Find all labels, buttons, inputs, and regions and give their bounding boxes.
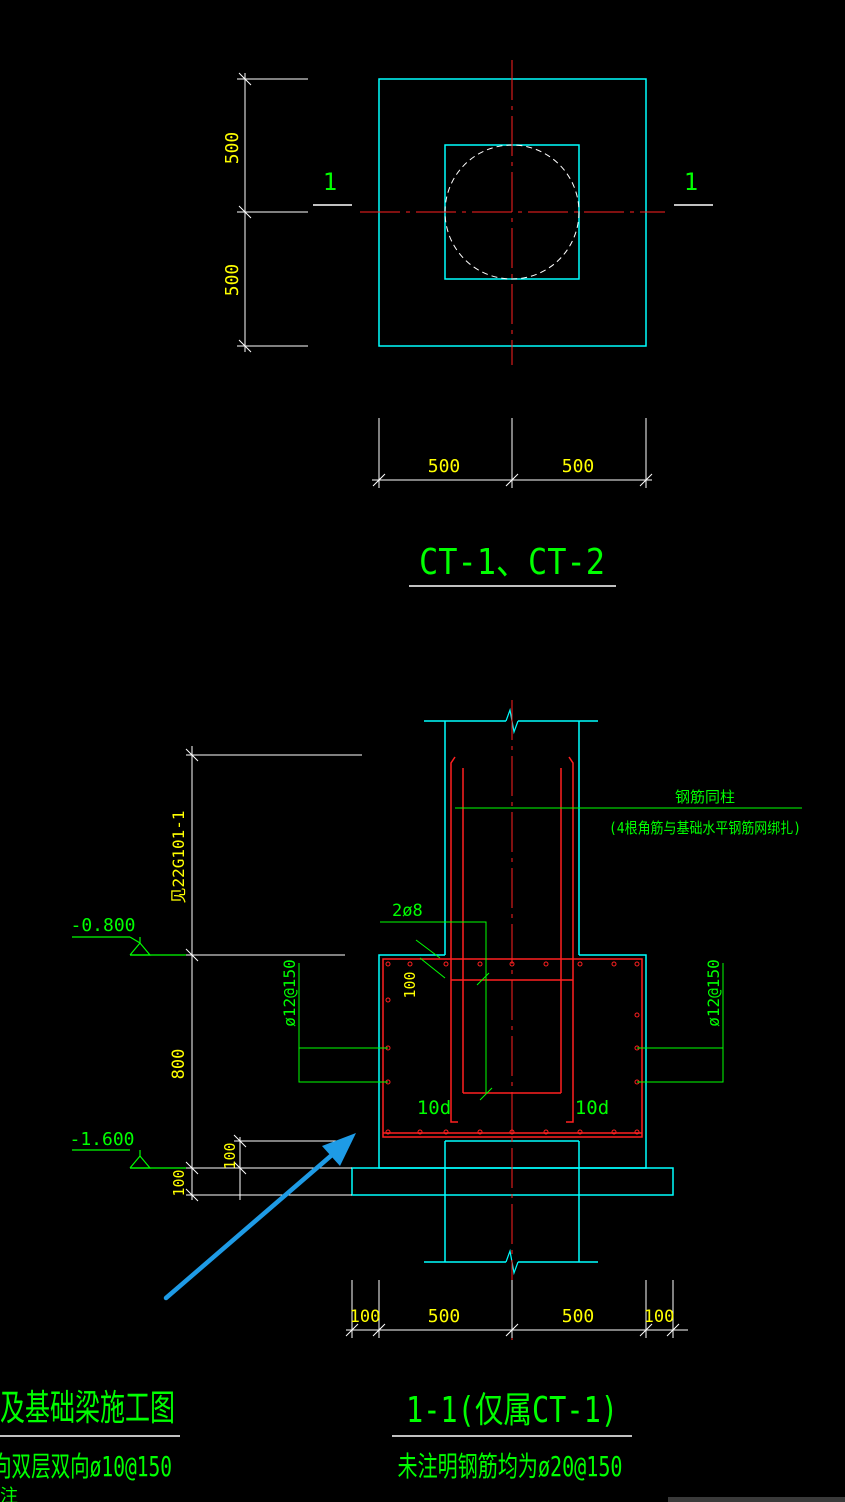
hook-right-label: 10d: [575, 1097, 609, 1119]
plan-dim-vertical-bottom: 500: [222, 264, 243, 297]
left-title: 及基础梁施工图: [0, 1388, 175, 1429]
plan-dim-vertical: [237, 72, 308, 353]
section-dim-vertical: [185, 746, 362, 1202]
section-subtitle: 未注明钢筋均为ø20@150: [398, 1450, 623, 1483]
plan-view: 1 1 500 500 500 500 CT-1、CT-2: [222, 60, 713, 587]
left-subtitle: 向双层双向ø10@150: [0, 1450, 172, 1483]
section-title: 1-1(仅属CT-1): [406, 1390, 618, 1431]
dim-100-b: 100: [170, 1169, 188, 1196]
plan-dim-horizontal: [372, 418, 653, 488]
plan-dim-horizontal-left: 500: [428, 456, 461, 477]
rebar-cage: [382, 756, 643, 1138]
anchor-note: 见22G101-1: [169, 810, 188, 903]
left-partial-block: 及基础梁施工图 向双层双向ø10@150 注: [0, 1388, 180, 1502]
plan-dim-vertical-top: 500: [222, 132, 243, 165]
dim-height-800: 800: [169, 1049, 189, 1080]
elevation-top: -0.800: [70, 915, 135, 936]
side-bar-right-label: ø12@150: [704, 959, 723, 1026]
hook-left-label: 10d: [417, 1097, 451, 1119]
dim-bottom-2: 500: [428, 1306, 461, 1327]
note-same-as-column: 钢筋同柱: [675, 788, 735, 806]
elevation-bottom: -1.600: [69, 1129, 134, 1150]
stirrup-label: 2ø8: [392, 901, 423, 921]
section-mark-right: 1: [684, 168, 698, 196]
status-bar-fragment: [668, 1497, 845, 1502]
section-mark-left: 1: [323, 168, 337, 196]
dim-bottom-3: 500: [562, 1306, 595, 1327]
side-bar-left-label: ø12@150: [280, 959, 299, 1026]
plan-dim-horizontal-right: 500: [562, 456, 595, 477]
dim-bottom-4: 100: [644, 1307, 675, 1327]
left-footer: 注: [0, 1486, 18, 1502]
elevation-marks: [72, 936, 186, 1169]
dim-100-a: 100: [221, 1142, 239, 1169]
leaders: [298, 807, 802, 1101]
plan-title: CT-1、CT-2: [419, 542, 605, 583]
cover-100-label: 100: [401, 971, 419, 998]
arrow-head-icon: [322, 1133, 356, 1166]
note-corner-bars: (4根角筋与基础水平钢筋网绑扎): [609, 819, 801, 837]
annotation-arrow: [163, 1133, 356, 1301]
section-view: 钢筋同柱 (4根角筋与基础水平钢筋网绑扎) 2ø8 100 ø12@150 ø1…: [69, 700, 802, 1483]
rebar-dots: [385, 961, 640, 1135]
section-dim-horizontal: [345, 1280, 688, 1338]
dim-bottom-1: 100: [350, 1307, 381, 1327]
